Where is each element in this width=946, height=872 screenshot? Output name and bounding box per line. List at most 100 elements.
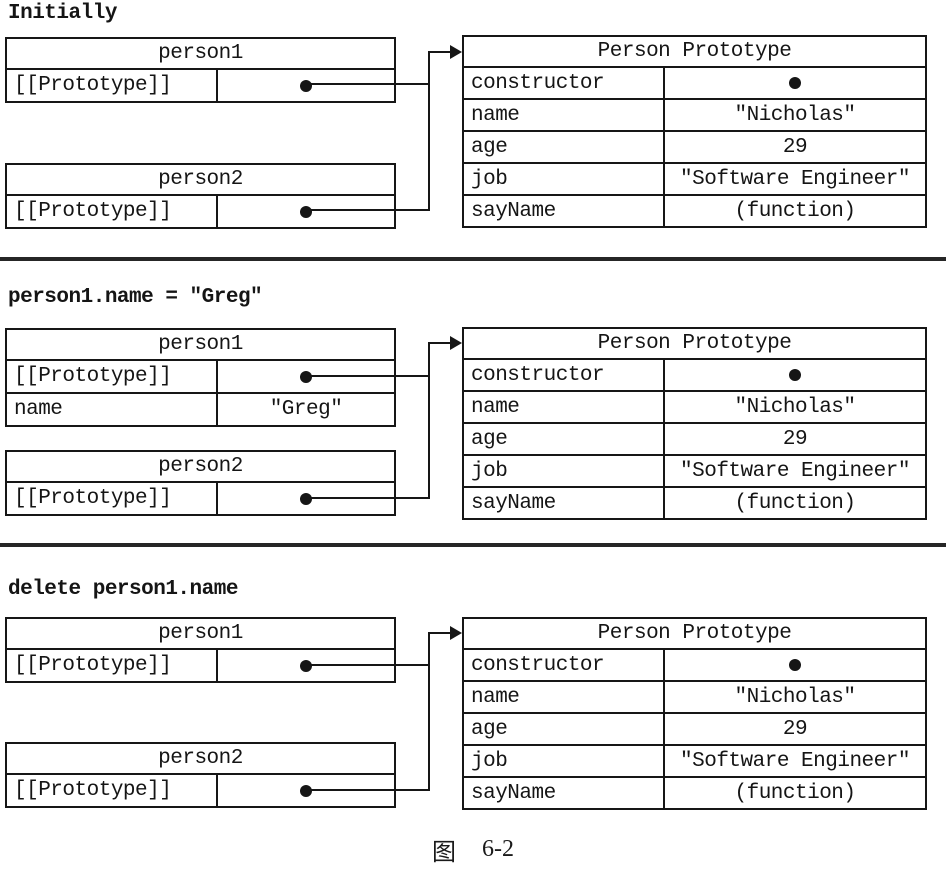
property-key: sayName: [464, 196, 665, 226]
property-row: name "Greg": [7, 394, 394, 425]
arrowhead-icon: [450, 336, 462, 350]
property-key: constructor: [464, 68, 665, 98]
property-row: constructor: [464, 68, 925, 100]
property-value: [665, 650, 925, 680]
pointer-bullet-icon: [789, 369, 801, 381]
person2-box: person2 [[Prototype]]: [5, 742, 396, 808]
figure-caption: 图 6-2: [0, 832, 946, 867]
property-key: [[Prototype]]: [7, 650, 218, 681]
property-row: [[Prototype]]: [7, 196, 394, 227]
property-key: name: [7, 394, 218, 425]
property-row: [[Prototype]]: [7, 361, 394, 394]
section-divider: [0, 543, 946, 547]
property-row: sayName (function): [464, 778, 925, 808]
property-key: [[Prototype]]: [7, 775, 218, 806]
property-key: constructor: [464, 650, 665, 680]
person2-box: person2 [[Prototype]]: [5, 450, 396, 516]
arrow-shaft-line: [428, 632, 452, 634]
property-value: (function): [734, 781, 856, 805]
property-value: "Greg": [269, 398, 343, 421]
property-value: "Software Engineer": [680, 749, 910, 773]
property-row: job "Software Engineer": [464, 746, 925, 778]
property-value: [665, 360, 925, 390]
property-row: name "Nicholas": [464, 392, 925, 424]
property-row: name "Nicholas": [464, 100, 925, 132]
property-row: name "Nicholas": [464, 682, 925, 714]
person1-box: person1 [[Prototype]]: [5, 37, 396, 103]
property-row: [[Prototype]]: [7, 70, 394, 101]
section-title: Initially: [8, 2, 117, 25]
property-value: (function): [734, 199, 856, 223]
object-box-title: person1: [7, 330, 394, 361]
property-key: job: [464, 456, 665, 486]
property-row: age 29: [464, 714, 925, 746]
pointer-bullet-icon: [789, 659, 801, 671]
property-key: sayName: [464, 488, 665, 518]
property-row: constructor: [464, 650, 925, 682]
pointer-bullet-icon: [300, 205, 312, 218]
property-key: sayName: [464, 778, 665, 808]
person-prototype-table: Person Prototype constructor name "Nicho…: [462, 617, 927, 810]
pointer-trunk-line: [428, 632, 430, 791]
property-key: job: [464, 164, 665, 194]
property-key: [[Prototype]]: [7, 196, 218, 227]
person2-pointer-line: [306, 209, 429, 211]
property-value: [218, 70, 394, 101]
property-value: [665, 68, 925, 98]
property-value: "Software Engineer": [680, 167, 910, 191]
property-value: 29: [782, 427, 808, 451]
property-value: [218, 196, 394, 227]
person1-pointer-line: [306, 83, 429, 85]
section-divider: [0, 257, 946, 261]
property-value: 29: [782, 135, 808, 159]
property-row: sayName (function): [464, 196, 925, 226]
property-row: job "Software Engineer": [464, 164, 925, 196]
object-box-title: person2: [7, 452, 394, 483]
property-key: [[Prototype]]: [7, 70, 218, 101]
property-value: "Nicholas": [734, 395, 856, 419]
property-key: name: [464, 392, 665, 422]
pointer-bullet-icon: [300, 79, 312, 92]
property-value: 29: [782, 717, 808, 741]
property-row: sayName (function): [464, 488, 925, 518]
property-key: name: [464, 682, 665, 712]
property-row: constructor: [464, 360, 925, 392]
property-key: [[Prototype]]: [7, 483, 218, 514]
person1-box: person1 [[Prototype]] name "Greg": [5, 328, 396, 427]
pointer-bullet-icon: [789, 77, 801, 89]
property-value: (function): [734, 491, 856, 515]
person-prototype-table: Person Prototype constructor name "Nicho…: [462, 327, 927, 520]
section-title: delete person1.name: [8, 578, 238, 601]
person-prototype-table: Person Prototype constructor name "Nicho…: [462, 35, 927, 228]
property-row: job "Software Engineer": [464, 456, 925, 488]
arrow-shaft-line: [428, 51, 452, 53]
prototype-table-title: Person Prototype: [464, 619, 925, 650]
arrowhead-icon: [450, 45, 462, 59]
property-key: age: [464, 132, 665, 162]
property-value: "Nicholas": [734, 685, 856, 709]
object-box-title: person2: [7, 165, 394, 196]
person2-pointer-line: [306, 497, 429, 499]
property-value: "Nicholas": [734, 103, 856, 127]
pointer-trunk-line: [428, 51, 430, 211]
object-box-title: person2: [7, 744, 394, 775]
arrowhead-icon: [450, 626, 462, 640]
property-key: name: [464, 100, 665, 130]
section-title: person1.name = "Greg": [8, 286, 263, 309]
person2-box: person2 [[Prototype]]: [5, 163, 396, 229]
property-key: age: [464, 714, 665, 744]
person1-box: person1 [[Prototype]]: [5, 617, 396, 683]
property-key: constructor: [464, 360, 665, 390]
figure-caption-label: 图: [432, 840, 456, 866]
property-row: age 29: [464, 424, 925, 456]
property-value: "Software Engineer": [680, 459, 910, 483]
property-key: job: [464, 746, 665, 776]
person2-pointer-line: [306, 789, 429, 791]
prototype-table-title: Person Prototype: [464, 329, 925, 360]
arrow-shaft-line: [428, 342, 452, 344]
person1-pointer-line: [306, 664, 429, 666]
object-box-title: person1: [7, 39, 394, 70]
figure-caption-number: 6-2: [482, 836, 514, 862]
prototype-table-title: Person Prototype: [464, 37, 925, 68]
